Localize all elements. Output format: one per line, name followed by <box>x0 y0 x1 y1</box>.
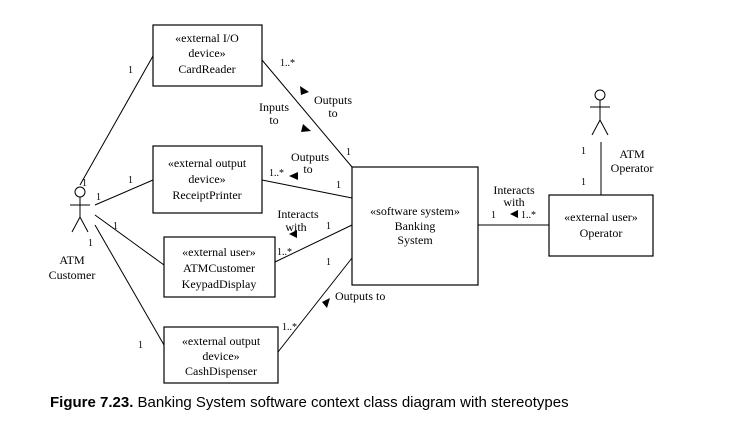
cashdispenser-stereotype-2: device» <box>202 349 239 363</box>
interacts-with-keypad-label-2: with <box>285 220 306 234</box>
outputs-to-card-label-2: to <box>328 106 337 120</box>
outputs-to-receipt-label-1: Outputs <box>291 150 329 164</box>
receiptprinter-stereotype-1: «external output <box>168 156 247 170</box>
mult-system-keypad: 1 <box>326 221 331 232</box>
figure-caption: Figure 7.23. Banking System software con… <box>50 394 569 411</box>
mult-customer-receipt-end: 1 <box>96 192 101 203</box>
customer-cardreader-line <box>79 55 154 186</box>
receiptprinter-system-line <box>261 179 353 199</box>
mult-customer-top: 1 <box>82 178 87 189</box>
operator-actor-label-1: ATM <box>619 147 645 161</box>
mult-operator-actor-top: 1 <box>581 146 586 157</box>
customer-cashdispenser-line <box>94 224 165 346</box>
actor-operator: ATM Operator <box>590 89 654 175</box>
cashdispenser-name: CashDispenser <box>185 364 257 378</box>
figure-caption-text: Banking System software context class di… <box>133 394 569 411</box>
bankingsystem-stereotype: «software system» <box>370 204 460 218</box>
operator-stereotype: «external user» <box>564 210 638 224</box>
bankingsystem-name-2: System <box>397 233 433 247</box>
mult-cardreader-many: 1..* <box>280 58 295 69</box>
cashdispenser-stereotype-1: «external output <box>182 334 261 348</box>
figure-caption-label: Figure 7.23. <box>50 394 134 411</box>
mult-system-receipt: 1 <box>336 180 341 191</box>
keypaddisplay-stereotype: «external user» <box>182 245 256 259</box>
class-keypaddisplay: «external user» ATMCustomer KeypadDispla… <box>163 236 276 298</box>
operator-name: Operator <box>580 226 623 240</box>
class-cardreader: «external I/O device» CardReader <box>152 24 263 87</box>
customer-actor-label-2: Customer <box>49 268 96 282</box>
keypad-system-line <box>274 224 353 263</box>
mult-customer-receipt: 1 <box>128 175 133 186</box>
arrow-outputs-to-receipt <box>289 172 298 180</box>
outputs-to-card-label-1: Outputs <box>314 93 352 107</box>
class-receiptprinter: «external output device» ReceiptPrinter <box>152 145 263 214</box>
class-bankingsystem: «software system» Banking System <box>351 166 479 286</box>
cashdispenser-system-line <box>277 257 353 353</box>
mult-customer-bottom: 1 <box>88 238 93 249</box>
arrow-interacts-keypad <box>289 230 297 238</box>
arrow-inputs-to <box>301 124 311 132</box>
arrow-interacts-operator <box>510 210 518 218</box>
interacts-with-operator-label-2: with <box>503 195 524 209</box>
mult-customer-keypad: 1 <box>113 221 118 232</box>
mult-customer-cash: 1 <box>138 340 143 351</box>
mult-system-cash: 1 <box>326 257 331 268</box>
mult-receipt-many: 1..* <box>269 168 284 179</box>
arrow-outputs-to-card <box>300 86 309 95</box>
mult-keypad-many: 1..* <box>277 247 292 258</box>
customer-actor-label-1: ATM <box>59 253 85 267</box>
receiptprinter-name: ReceiptPrinter <box>172 188 241 202</box>
mult-cash-many: 1..* <box>282 322 297 333</box>
cardreader-stereotype-1: «external I/O <box>175 31 239 45</box>
cardreader-stereotype-2: device» <box>188 46 225 60</box>
inputs-to-label-1: Inputs <box>259 100 289 114</box>
keypaddisplay-name-2: KeypadDisplay <box>182 277 257 291</box>
arrow-outputs-to-cash <box>322 298 330 308</box>
operator-actor-label-2: Operator <box>611 161 654 175</box>
mult-operator-actor-bottom: 1 <box>581 177 586 188</box>
direction-arrows <box>289 86 518 308</box>
mult-customer-cardreader: 1 <box>128 65 133 76</box>
mult-operator-many: 1..* <box>521 210 536 221</box>
association-lines <box>79 55 602 353</box>
outputs-to-receipt-label-2: to <box>303 162 312 176</box>
association-labels: Inputs to Outputs to Outputs to Interact… <box>259 93 535 303</box>
class-operator: «external user» Operator <box>548 194 654 257</box>
cardreader-system-line <box>261 59 353 168</box>
class-cashdispenser: «external output device» CashDispenser <box>163 326 279 384</box>
bankingsystem-name-1: Banking <box>395 219 436 233</box>
mult-system-cardreader: 1 <box>346 147 351 158</box>
receiptprinter-stereotype-2: device» <box>188 172 225 186</box>
customer-receiptprinter-line <box>94 179 154 206</box>
mult-system-operator: 1 <box>491 210 496 221</box>
outputs-to-cash-label: Outputs to <box>335 289 385 303</box>
actor-customer: ATM Customer <box>49 186 96 282</box>
interacts-with-keypad-label-1: Interacts <box>277 207 319 221</box>
keypaddisplay-name-1: ATMCustomer <box>183 261 255 275</box>
customer-keypad-line <box>94 214 165 266</box>
multiplicity-labels: 1 1 1 1 1 1 1 1..* 1 1..* 1 1..* 1 1..* … <box>82 58 586 351</box>
inputs-to-label-2: to <box>269 113 278 127</box>
cardreader-name: CardReader <box>178 62 235 76</box>
interacts-with-operator-label-1: Interacts <box>493 183 535 197</box>
